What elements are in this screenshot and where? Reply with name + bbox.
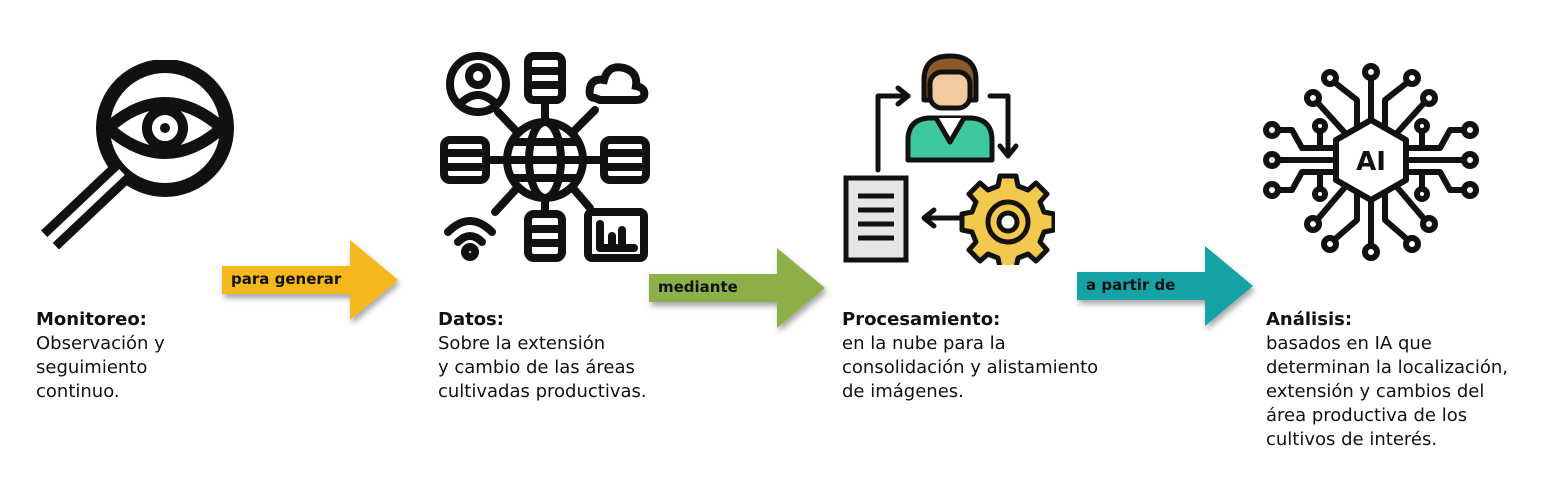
step-procesamiento: Procesamiento: en la nube para la consol… [842,308,1162,404]
step-title: Monitoreo: [36,309,147,330]
processing-person-gear-icon [843,53,1055,265]
step-title: Datos: [438,309,504,330]
step-analisis: Análisis: basados en IA que determinan l… [1266,308,1556,452]
step-description: Observación y seguimiento continuo. [36,333,165,402]
step-description: Sobre la extensión y cambio de las áreas… [438,333,647,402]
arrow-para-generar [222,240,398,320]
step-title: Procesamiento: [842,309,1001,330]
arrow-mediante [649,248,825,328]
step-description: en la nube para la consolidación y alist… [842,333,1099,402]
ai-chip-icon: AI [1263,63,1479,261]
step-datos: Datos: Sobre la extensión y cambio de la… [438,308,698,404]
step-description: basados en IA que determinan la localiza… [1266,333,1509,450]
step-title: Análisis: [1266,309,1353,330]
data-network-icon [440,52,650,262]
ai-chip-label: AI [1356,147,1386,177]
arrow-label-para-generar: para generar [231,270,342,288]
step-monitoreo: Monitoreo: Observación y seguimiento con… [36,308,236,404]
arrow-label-mediante: mediante [658,278,738,296]
magnifier-eye-icon [41,60,234,250]
arrow-label-a-partir-de: a partir de [1086,276,1176,294]
arrow-a-partir-de [1077,246,1253,326]
